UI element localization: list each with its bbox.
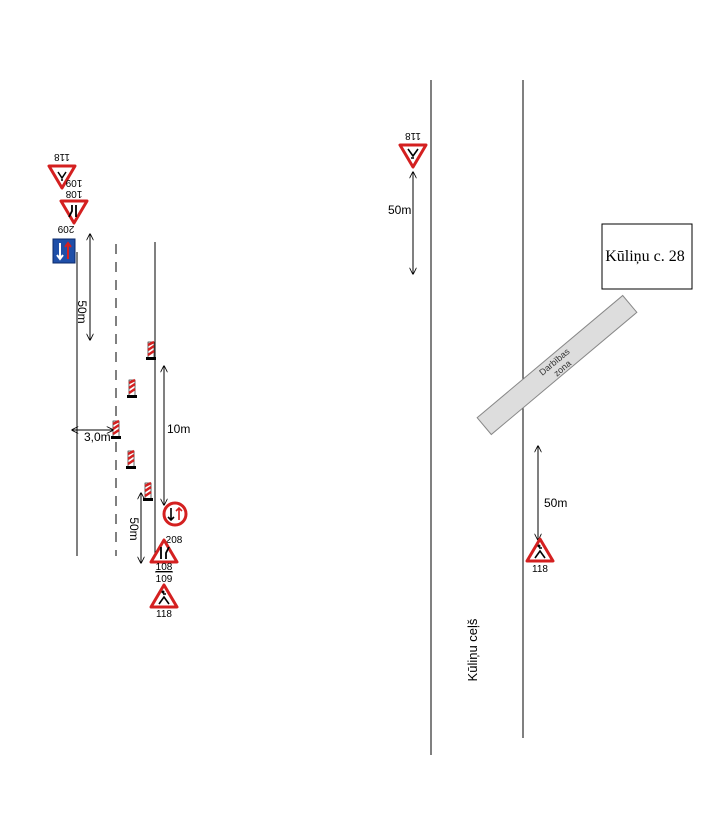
upper-length-label: 50m: [75, 300, 89, 323]
zone-length-label: 10m: [167, 422, 190, 436]
roadworks-sign-right-bottom: [525, 537, 555, 563]
lower-length-label: 50m: [127, 517, 141, 540]
sign-label-108-bottom: 108: [156, 562, 173, 573]
sign-label-118-bottom: 118: [156, 609, 172, 620]
cone-4: [124, 449, 138, 471]
sign-label-109-partial: 109: [65, 177, 82, 188]
right-lower-length-label: 50m: [544, 496, 567, 510]
right-upper-length-label: 50m: [388, 203, 411, 217]
sign-label-118-right-bottom: 118: [532, 564, 548, 575]
road-name-label: Kūliņu ceļš: [465, 618, 480, 681]
sign-label-118-top: 118: [54, 151, 70, 162]
sign-label-209-top: 209: [57, 223, 74, 234]
sign-label-109-bottom: 109: [156, 574, 173, 585]
priority-over-oncoming-sign: [52, 238, 76, 264]
sign-label-108-top: 108: [65, 188, 82, 199]
cone-5: [141, 481, 155, 503]
cone-2: [125, 378, 139, 400]
give-way-oncoming-sign: [162, 501, 188, 527]
work-zone: Darbības zona: [476, 294, 638, 436]
sign-label-118-right-top: 118: [405, 130, 421, 141]
narrowing-sign-upside-down: [59, 199, 89, 225]
roadworks-sign-right-top: [398, 143, 428, 169]
right-scheme: 118 50m Kūliņu c. 28 Darbības zona 50m 1…: [388, 80, 693, 755]
building-label: Kūliņu c. 28: [605, 248, 685, 265]
narrowing-sign: [149, 538, 179, 564]
roadworks-sign: [149, 583, 179, 609]
building-box: [601, 223, 693, 290]
sign-label-208: 208: [166, 535, 183, 546]
roadworks-sign-upside-down: [47, 164, 77, 190]
lateral-width-label: 3,0m: [84, 430, 111, 444]
left-scheme: 118 109 108 209 50m 3,0m 10m 5: [47, 151, 190, 620]
